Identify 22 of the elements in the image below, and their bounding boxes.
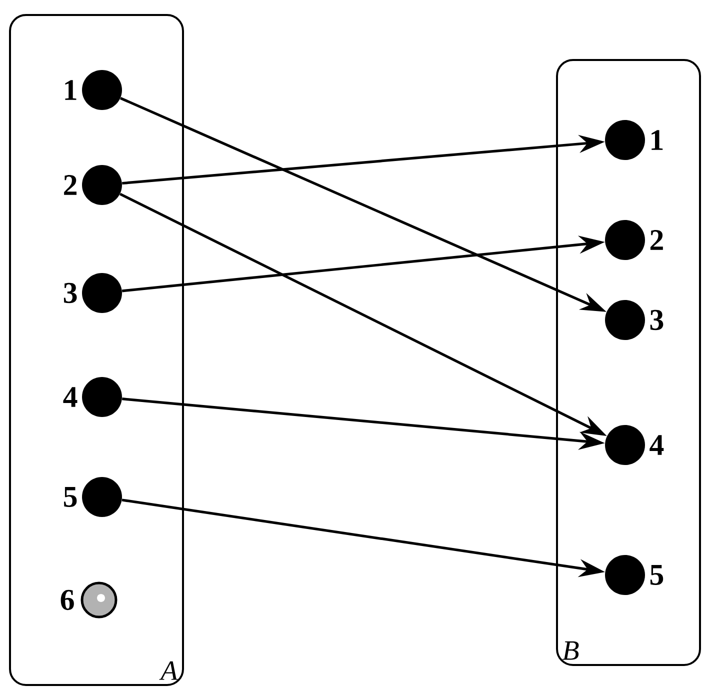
number-label: 3 [64, 282, 77, 304]
dot [605, 220, 645, 260]
dot [605, 555, 645, 595]
number-label: 5 [650, 565, 664, 585]
number-label: 6 [60, 590, 74, 610]
number-label: 4 [63, 387, 78, 407]
dot [80, 582, 118, 618]
number-label: 4 [650, 435, 664, 455]
dot [82, 165, 122, 205]
dot [605, 300, 645, 340]
dot [82, 377, 122, 417]
dot [82, 70, 122, 110]
number-label: 5 [64, 487, 77, 507]
number-label: 1 [65, 80, 76, 100]
dot [82, 273, 122, 313]
dot [605, 120, 645, 160]
number-label: 2 [650, 230, 663, 250]
number-label: 2 [64, 175, 76, 195]
dot [605, 425, 645, 465]
number-label: 3 [650, 310, 664, 330]
dot [82, 477, 122, 517]
number-label: 1 [652, 130, 663, 150]
